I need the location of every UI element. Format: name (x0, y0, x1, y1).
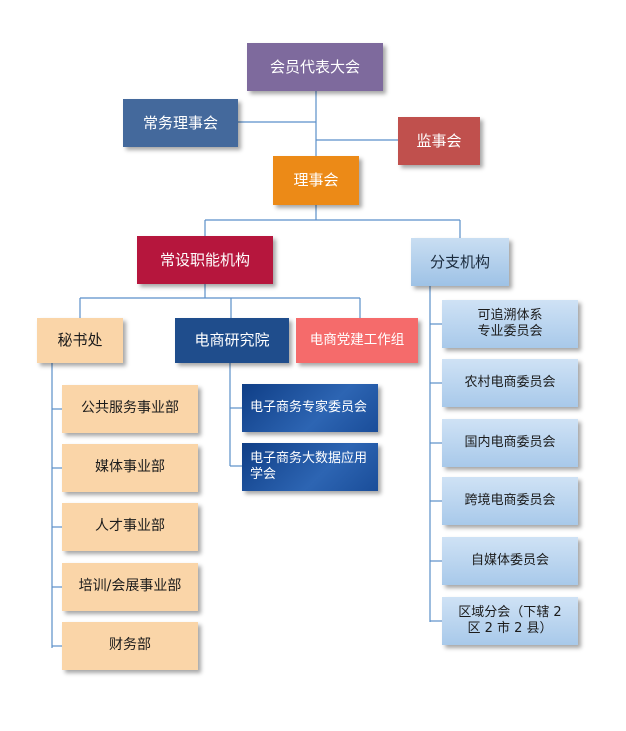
node-label: 自媒体委员会 (470, 552, 549, 568)
branch-unit-node: 可追溯体系 专业委员会 (442, 300, 578, 348)
node-secretariat: 秘书处 (37, 318, 123, 363)
institute-unit-node: 电子商务大数据应用学会 (242, 443, 378, 491)
dept-node: 公共服务事业部 (62, 385, 198, 433)
node-functional-bodies: 常设职能机构 (137, 236, 273, 284)
node-label: 监事会 (416, 131, 462, 150)
node-label: 秘书处 (57, 331, 103, 350)
node-standing-council: 常务理事会 (123, 99, 238, 147)
node-label: 电商研究院 (194, 331, 270, 350)
node-council: 理事会 (273, 156, 359, 205)
branch-unit-node: 跨境电商委员会 (442, 477, 578, 525)
branch-unit-node: 自媒体委员会 (442, 537, 578, 585)
branch-unit-node: 国内电商委员会 (442, 419, 578, 467)
node-supervisory-board: 监事会 (398, 117, 480, 165)
node-member-assembly: 会员代表大会 (247, 43, 383, 91)
node-party-group: 电商党建工作组 (296, 318, 418, 363)
node-label: 国内电商委员会 (464, 434, 556, 450)
node-label: 媒体事业部 (95, 459, 165, 476)
dept-node: 媒体事业部 (62, 444, 198, 492)
institute-unit-node: 电子商务专家委员会 (242, 384, 378, 432)
node-label: 会员代表大会 (269, 57, 360, 76)
branch-unit-node: 区域分会（下辖 2 区 2 市 2 县） (442, 597, 578, 645)
dept-node: 财务部 (62, 622, 198, 670)
node-label: 电商党建工作组 (309, 332, 405, 349)
node-label: 理事会 (293, 171, 339, 190)
node-label: 分支机构 (429, 252, 490, 271)
node-label: 电子商务专家委员会 (250, 399, 368, 415)
node-label: 常设职能机构 (159, 250, 250, 269)
node-label: 农村电商委员会 (464, 374, 556, 390)
node-label: 可追溯体系 专业委员会 (477, 307, 543, 339)
node-label: 公共服务事业部 (81, 400, 179, 417)
dept-node: 培训/会展事业部 (62, 563, 198, 611)
dept-node: 人才事业部 (62, 503, 198, 551)
node-label: 常务理事会 (142, 113, 218, 132)
node-branches: 分支机构 (411, 238, 509, 286)
node-research-institute: 电商研究院 (175, 318, 289, 363)
node-label: 人才事业部 (95, 518, 165, 535)
branch-unit-node: 农村电商委员会 (442, 359, 578, 407)
node-label: 区域分会（下辖 2 区 2 市 2 县） (458, 604, 562, 636)
node-label: 跨境电商委员会 (464, 492, 556, 508)
node-label: 财务部 (109, 637, 151, 654)
node-label: 电子商务大数据应用学会 (250, 450, 368, 482)
node-label: 培训/会展事业部 (78, 578, 182, 595)
